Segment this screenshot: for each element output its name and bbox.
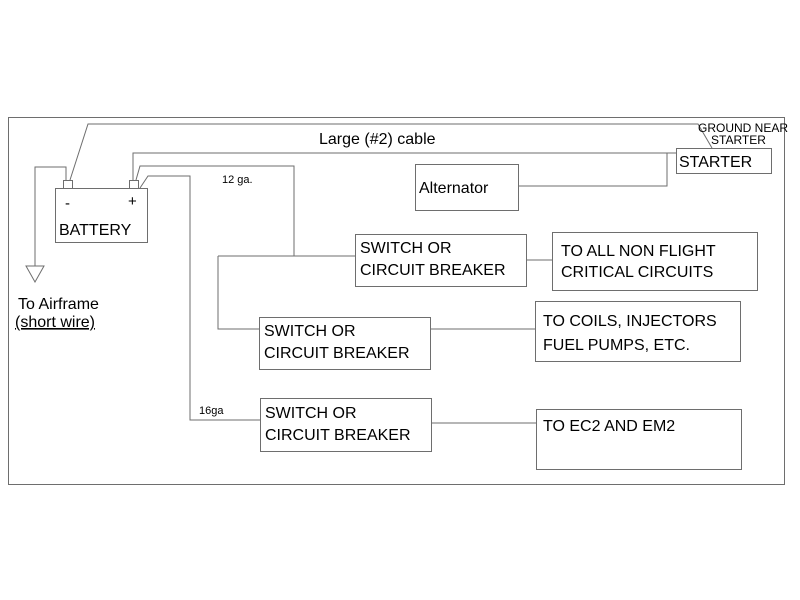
gauge-label-12ga: 12 ga. xyxy=(222,174,253,186)
battery: - + BATTERY xyxy=(55,180,148,243)
load-2-line2: FUEL PUMPS, ETC. xyxy=(543,337,690,354)
battery-positive-symbol: + xyxy=(128,193,137,210)
wire-positive-to-starter xyxy=(132,152,676,180)
wire-alternator-to-starter xyxy=(518,153,668,187)
wire-negative-to-airframe xyxy=(34,166,67,266)
load-1: TO ALL NON FLIGHT CRITICAL CIRCUITS xyxy=(552,232,758,291)
switch-2-line1: SWITCH OR xyxy=(264,323,356,340)
load-2-box xyxy=(535,301,741,362)
battery-positive-terminal xyxy=(129,180,139,189)
switch-2-line2: CIRCUIT BREAKER xyxy=(264,345,410,362)
ground-label: To Airframe xyxy=(18,296,99,313)
battery-negative-symbol: - xyxy=(65,195,70,212)
battery-label: BATTERY xyxy=(59,222,132,239)
load-3-line1: TO EC2 AND EM2 xyxy=(543,418,675,435)
load-1-line1: TO ALL NON FLIGHT xyxy=(561,243,716,260)
switch-3-box xyxy=(260,398,432,452)
switch-1-box xyxy=(355,234,527,287)
switch-3: SWITCH OR CIRCUIT BREAKER xyxy=(260,398,432,452)
ground-near-starter-line2: STARTER xyxy=(711,133,766,147)
alternator-box xyxy=(415,164,519,211)
ground-symbol-icon xyxy=(25,265,45,284)
switch-1-line1: SWITCH OR xyxy=(360,240,452,257)
load-3: TO EC2 AND EM2 xyxy=(536,409,742,470)
load-1-box xyxy=(552,232,758,291)
cable-label: Large (#2) cable xyxy=(319,131,436,148)
wires xyxy=(34,123,713,424)
battery-negative-terminal xyxy=(63,180,73,189)
switch-1: SWITCH OR CIRCUIT BREAKER xyxy=(355,234,527,287)
switch-1-line2: CIRCUIT BREAKER xyxy=(360,262,506,279)
wire-16ga-branch xyxy=(139,175,260,421)
wire-negative-to-starter-ground xyxy=(69,123,713,181)
switch-3-line2: CIRCUIT BREAKER xyxy=(265,427,411,444)
starter-box xyxy=(676,148,772,174)
wire-12ga-branch xyxy=(135,165,295,256)
ground-note: (short wire) xyxy=(15,314,95,331)
switch-2-box xyxy=(259,317,431,370)
wire-switch2-feed xyxy=(217,256,260,330)
starter-label: STARTER xyxy=(679,154,752,171)
load-3-box xyxy=(536,409,742,470)
alternator-label: Alternator xyxy=(419,180,489,197)
load-1-line2: CRITICAL CIRCUITS xyxy=(561,264,713,281)
load-2-line1: TO COILS, INJECTORS xyxy=(543,313,717,330)
switch-3-line1: SWITCH OR xyxy=(265,405,357,422)
battery-box xyxy=(55,188,148,243)
switch-2: SWITCH OR CIRCUIT BREAKER xyxy=(259,317,431,370)
ground-near-starter-line1: GROUND NEAR xyxy=(698,121,788,135)
gauge-label-16ga: 16ga xyxy=(199,405,224,417)
load-2: TO COILS, INJECTORS FUEL PUMPS, ETC. xyxy=(535,301,741,362)
